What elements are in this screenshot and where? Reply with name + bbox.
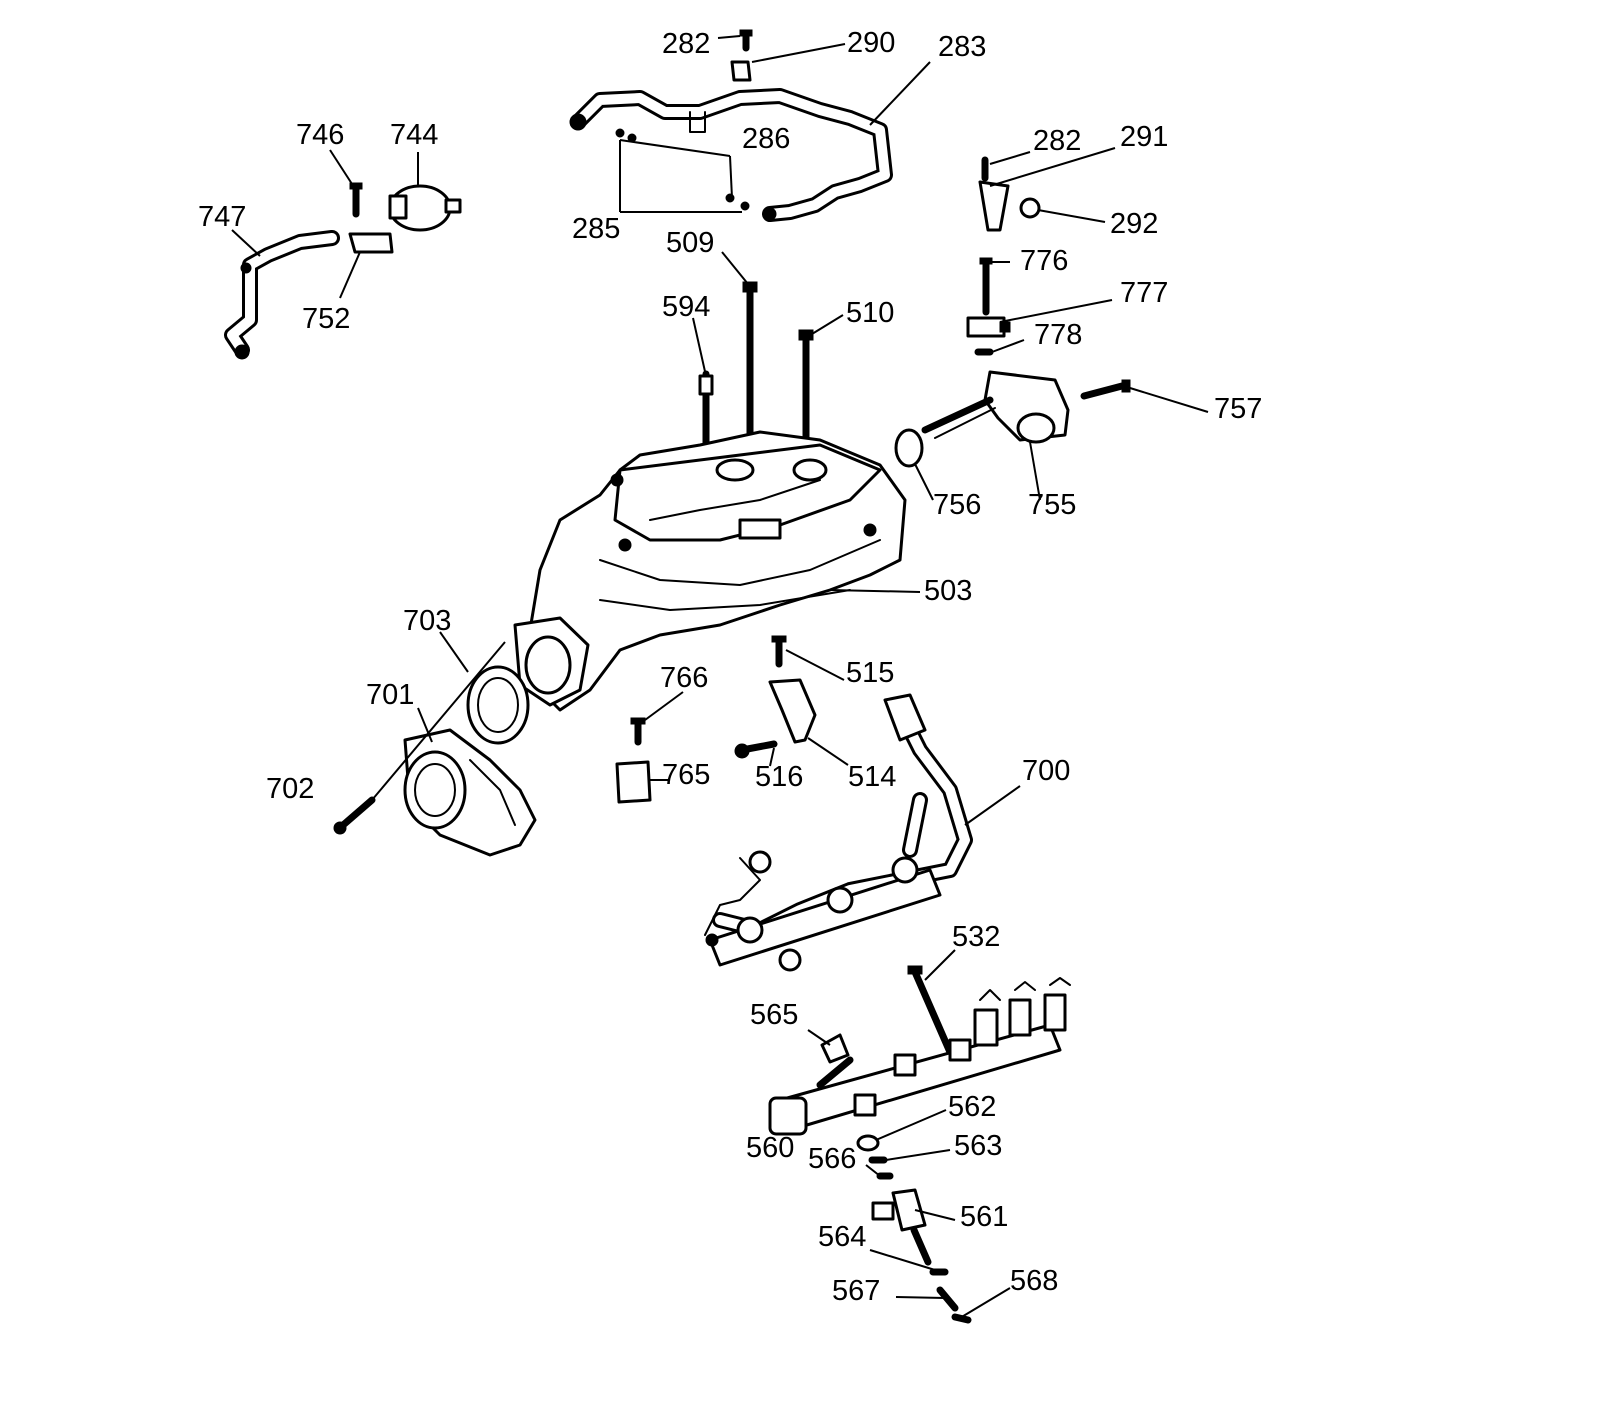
- callout-700: 700: [1022, 755, 1070, 787]
- nut-292: [1019, 197, 1041, 219]
- callout-776: 776: [1020, 245, 1068, 277]
- callout-747: 747: [198, 201, 246, 233]
- callout-291: 291: [1120, 121, 1168, 153]
- callout-561: 561: [960, 1201, 1008, 1233]
- valve-744: [388, 184, 462, 232]
- callout-755: 755: [1028, 489, 1076, 521]
- callout-283: 283: [938, 31, 986, 63]
- callout-516: 516: [755, 761, 803, 793]
- callout-labels: 282 290 283 286 285 746 744 747 752 282 …: [198, 27, 1262, 1307]
- callout-702: 702: [266, 773, 314, 805]
- bracket-514: [768, 678, 817, 744]
- bolt-746: [349, 182, 363, 218]
- callout-567: 567: [832, 1275, 880, 1307]
- callout-778: 778: [1034, 319, 1082, 351]
- callout-292: 292: [1110, 208, 1158, 240]
- sensor-565: [820, 1033, 850, 1064]
- bolt-515: [771, 635, 787, 668]
- callout-752: 752: [302, 303, 350, 335]
- throttle-body-701: [403, 728, 537, 857]
- actuator-755: [921, 370, 1070, 444]
- seal-567: [936, 1286, 959, 1312]
- callout-286: 286: [742, 123, 790, 155]
- callout-290: 290: [847, 27, 895, 59]
- bolt-702: [333, 796, 376, 835]
- callout-746: 746: [296, 119, 344, 151]
- sensor-777: [966, 316, 1011, 338]
- callout-532: 532: [952, 921, 1000, 953]
- gasket-703: [466, 665, 530, 745]
- seal-286: [615, 128, 637, 143]
- clip-562: [856, 1134, 880, 1152]
- injector-561: [871, 1188, 932, 1266]
- bolt-757: [1080, 379, 1131, 400]
- callout-282-top: 282: [662, 28, 710, 60]
- bolt-510: [798, 329, 814, 444]
- callout-510: 510: [846, 297, 894, 329]
- callout-766: 766: [660, 662, 708, 694]
- clip-290: [730, 60, 752, 82]
- o-ring-756: [894, 428, 924, 468]
- hose-283: [569, 88, 893, 222]
- callout-566: 566: [808, 1143, 856, 1175]
- callout-701: 701: [366, 679, 414, 711]
- callout-515: 515: [846, 657, 894, 689]
- callout-765: 765: [662, 759, 710, 791]
- clip-752: [348, 232, 394, 254]
- stud-594: [698, 370, 714, 449]
- bolt-776: [979, 257, 993, 316]
- callout-563: 563: [954, 1130, 1002, 1162]
- callout-285: 285: [572, 213, 620, 245]
- bolt-282-top: [739, 29, 753, 52]
- callout-757: 757: [1214, 393, 1262, 425]
- callout-514: 514: [848, 761, 896, 793]
- seal-285: [725, 193, 750, 211]
- callout-562: 562: [948, 1091, 996, 1123]
- callout-777: 777: [1120, 277, 1168, 309]
- washer-568: [951, 1313, 972, 1324]
- bracket-765: [615, 760, 652, 804]
- bolt-766: [630, 717, 646, 746]
- hose-747: [224, 230, 340, 360]
- wiring-harness-700: [704, 693, 973, 972]
- callout-568: 568: [1010, 1265, 1058, 1297]
- bracket-291: [978, 156, 1010, 232]
- callout-564: 564: [818, 1221, 866, 1253]
- intake-manifold-503: [513, 430, 907, 712]
- callout-509: 509: [666, 227, 714, 259]
- callout-503: 503: [924, 575, 972, 607]
- callout-560: 560: [746, 1132, 794, 1164]
- callout-282-right: 282: [1033, 125, 1081, 157]
- fuel-rail-560: [768, 977, 1071, 1136]
- callout-744: 744: [390, 119, 438, 151]
- callout-594: 594: [662, 291, 710, 323]
- callout-756: 756: [933, 489, 981, 521]
- callout-703: 703: [403, 605, 451, 637]
- bolt-516: [734, 740, 778, 759]
- bolt-509: [742, 281, 758, 464]
- leader-lines: [231, 35, 1209, 1319]
- callout-565: 565: [750, 999, 798, 1031]
